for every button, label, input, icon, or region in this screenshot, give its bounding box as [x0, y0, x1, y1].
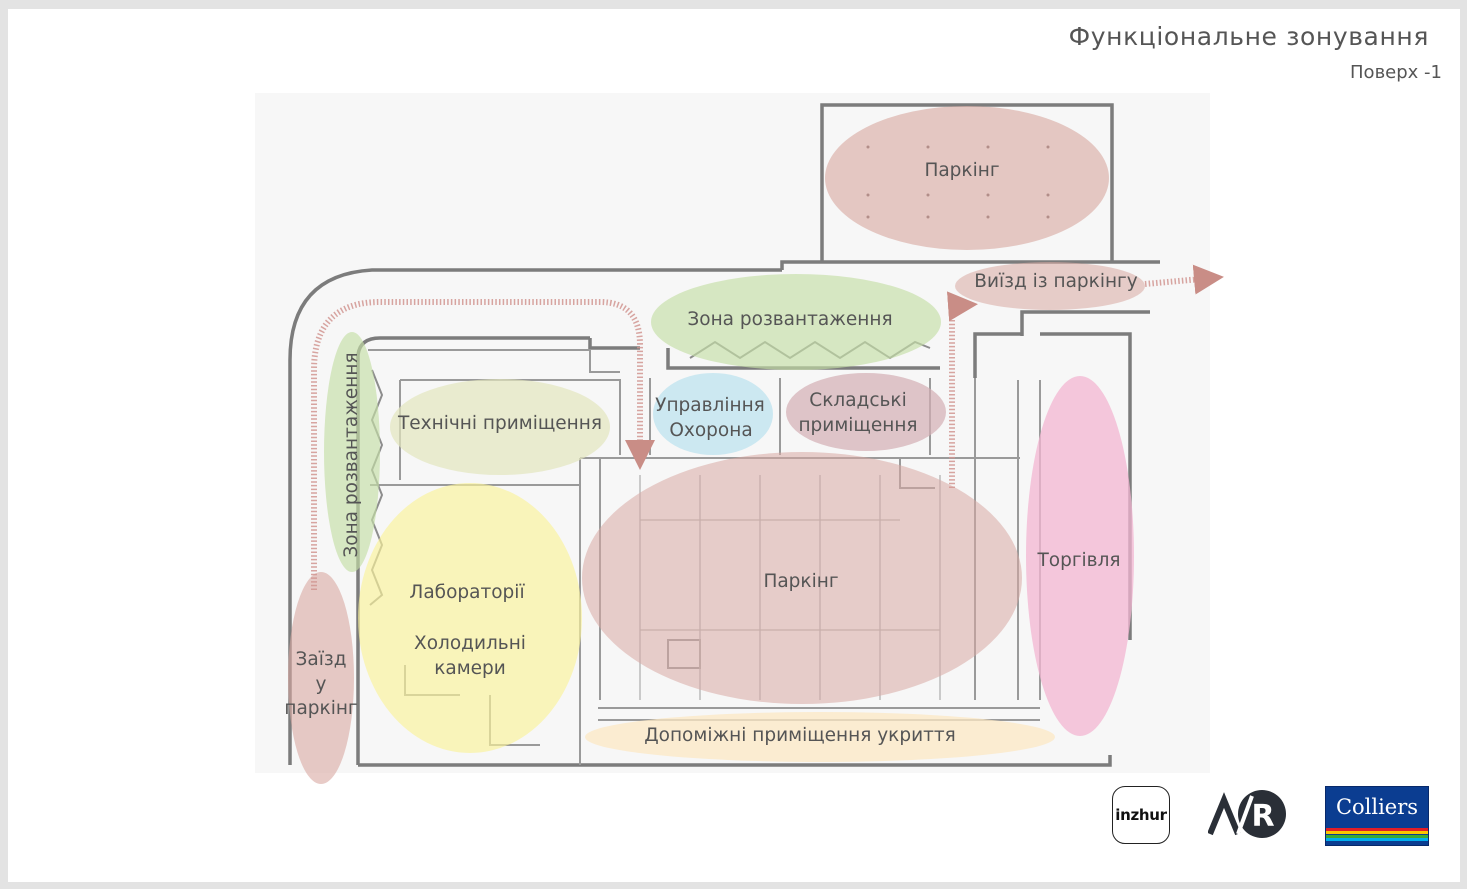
- label-management-1: Управління: [655, 395, 765, 416]
- zone-parking-exit[interactable]: [955, 262, 1145, 310]
- colliers-stripes: [1326, 827, 1428, 841]
- exit-route-arrow: [946, 291, 978, 488]
- zone-retail[interactable]: [1026, 376, 1134, 736]
- label-technical: Технічні приміщення: [397, 413, 602, 434]
- label-cold-rooms-2: камери: [434, 658, 506, 679]
- zone-parking-main[interactable]: [582, 452, 1022, 704]
- traffic-flow: [311, 264, 1224, 590]
- label-cold-rooms-1: Холодильні: [414, 633, 526, 654]
- zone-shelter[interactable]: [585, 712, 1055, 762]
- svg-text:R: R: [1251, 799, 1274, 834]
- page-title: Функціональне зонування: [1068, 22, 1429, 51]
- label-entry-2: у: [316, 674, 327, 695]
- zone-management[interactable]: [653, 373, 773, 455]
- label-parking-exit: Виїзд із паркінгу: [974, 271, 1138, 292]
- ar-logo: R: [1208, 790, 1286, 838]
- label-labs: Лабораторії: [409, 582, 525, 603]
- label-retail: Торгівля: [1036, 550, 1120, 571]
- label-parking-main: Паркінг: [763, 571, 838, 592]
- label-entry-1: Заїзд: [296, 649, 347, 670]
- label-storage-1: Складські: [809, 390, 906, 411]
- colliers-wordmark: Colliers: [1335, 795, 1419, 819]
- label-loading-top: Зона розвантаження: [687, 309, 892, 330]
- colliers-logo: Colliers: [1325, 786, 1429, 846]
- zone-labs[interactable]: [358, 483, 582, 753]
- column-dots: [866, 145, 1050, 219]
- exit-outside-arrow: [1144, 264, 1224, 295]
- zone-parking-top[interactable]: [825, 106, 1109, 250]
- zone-entry[interactable]: [288, 572, 354, 784]
- label-entry-3: паркінг: [284, 698, 357, 719]
- label-loading-side: Зона розвантаження: [341, 352, 362, 557]
- inzhur-logo: inzhur: [1112, 786, 1170, 844]
- label-shelter: Допоміжні приміщення укриття: [644, 725, 956, 746]
- label-parking-top: Паркінг: [924, 160, 999, 181]
- zone-technical[interactable]: [390, 379, 610, 475]
- zone-loading-top[interactable]: [651, 274, 941, 370]
- zone-loading-side[interactable]: [324, 332, 380, 572]
- page-subtitle: Поверх -1: [1350, 62, 1442, 83]
- zone-storage[interactable]: [786, 373, 946, 451]
- label-storage-2: приміщення: [798, 415, 917, 436]
- label-management-2: Охорона: [669, 420, 752, 441]
